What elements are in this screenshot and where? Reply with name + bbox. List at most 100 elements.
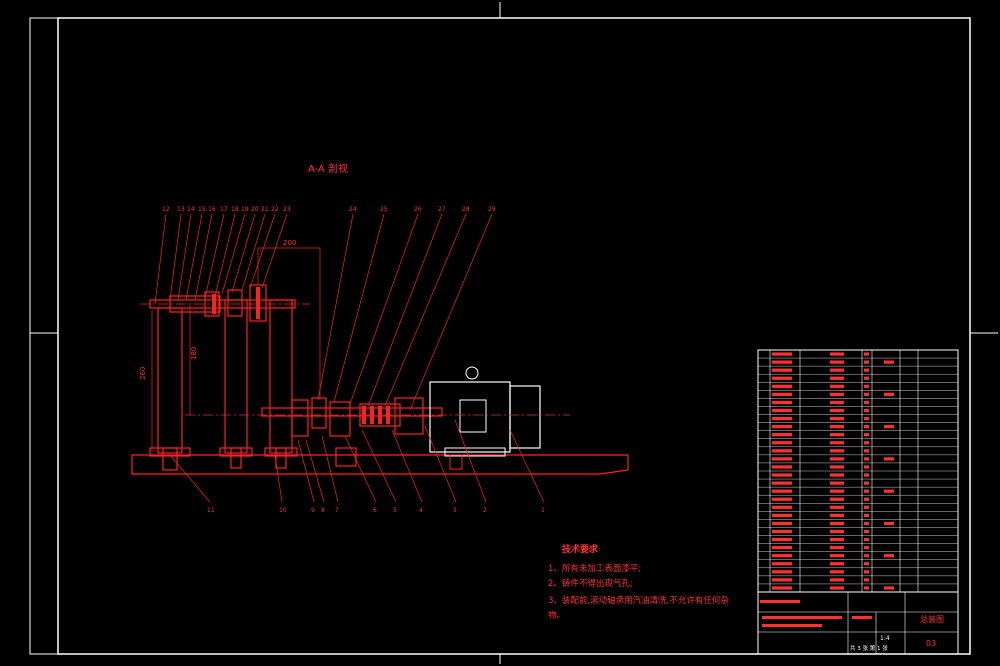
section-label: A-A 剖视 (308, 162, 348, 175)
parts-list-cell-mark (830, 441, 844, 445)
parts-list-cell-mark (864, 449, 869, 453)
support-column-middle (219, 299, 253, 469)
leader-line-top (261, 213, 288, 289)
parts-list-cell-mark (830, 368, 844, 372)
leader-line-top (241, 213, 266, 291)
leader-number-bottom: 2 (483, 507, 487, 514)
parts-list-cell-mark (884, 425, 894, 429)
parts-list-cell-mark (830, 457, 844, 461)
parts-list-cell-mark (884, 554, 894, 558)
parts-list-cell-mark (772, 578, 792, 582)
parts-list-cell-mark (772, 586, 792, 590)
leader-number-top: 23 (283, 206, 291, 213)
leader-lines-bottom (169, 419, 545, 503)
title-block-cell-mark (852, 616, 872, 619)
parts-list-cell-mark (830, 392, 844, 396)
title-block: 总装图 03 1:4 共 3 张 第 1 张 (757, 591, 959, 655)
parts-list-cell-mark (772, 489, 792, 493)
parts-list-cell-mark (830, 376, 844, 380)
tech-req-item-2: 2、铸件不得出现气孔; (548, 578, 633, 589)
leader-number-top: 18 (231, 206, 239, 213)
leader-number-top: 24 (349, 206, 357, 213)
parts-list-cell-mark (772, 433, 792, 437)
leader-line-top (221, 213, 246, 295)
tech-req-item-4: 物。 (548, 610, 565, 621)
leader-line-top (409, 213, 493, 411)
parts-list-cell-mark (884, 457, 894, 461)
parts-list-cell-mark (830, 554, 844, 558)
leader-line-top (317, 213, 354, 401)
parts-list-cell-mark (864, 529, 869, 534)
parts-list-cell-mark (830, 497, 844, 501)
parts-list-cell-mark (772, 441, 792, 445)
support-column-left (149, 307, 191, 471)
electric-motor (429, 366, 541, 470)
parts-list-cell-mark (772, 554, 792, 558)
parts-list (757, 349, 959, 593)
parts-list-cell-mark (772, 360, 792, 364)
parts-list-cell-mark (772, 376, 792, 380)
parts-list-cell-mark (830, 586, 844, 590)
parts-list-cell-mark (772, 513, 792, 517)
dimension-center-height: 180 (190, 347, 198, 360)
parts-list-cell-mark (864, 513, 869, 517)
leader-number-top: 20 (251, 206, 259, 213)
parts-list-cell-mark (864, 360, 869, 364)
parts-list-cell-mark (772, 562, 792, 566)
drawing-frame (57, 17, 971, 655)
parts-list-cell-mark (830, 578, 844, 582)
upper-shaft (149, 284, 296, 322)
parts-list-cell-mark (864, 546, 869, 550)
parts-list-cell-mark (864, 465, 869, 469)
leader-line-bottom (391, 429, 423, 503)
leader-number-top: 14 (187, 206, 195, 213)
parts-list-cell-mark (772, 546, 792, 550)
leader-line-top (185, 213, 203, 301)
parts-list-cell-mark (830, 513, 844, 517)
parts-list-cell-mark (772, 505, 792, 509)
leader-number-bottom: 8 (321, 507, 325, 514)
parts-list-cell-mark (864, 408, 869, 413)
sheet-border (29, 17, 971, 655)
tech-req-item-1: 1、所有未加工表面漆平; (548, 563, 641, 574)
parts-list-cell-mark (830, 433, 844, 437)
parts-list-cell-mark (864, 570, 869, 574)
parts-list-cell-mark (772, 384, 792, 388)
leader-line-top (367, 213, 443, 407)
parts-list-cell-mark (772, 400, 792, 405)
parts-list-cell-mark (772, 392, 792, 396)
centering-marks (30, 2, 998, 664)
parts-list-cell-mark (864, 457, 869, 461)
parts-list-cell-mark (864, 562, 869, 566)
tech-req-item-3: 3、装配前,滚动轴承用汽油清洗,不允许有任何杂 (548, 595, 729, 606)
parts-list-cell-mark (864, 352, 869, 356)
parts-list-cell-mark (830, 449, 844, 453)
parts-list-cell-mark (864, 376, 869, 380)
leader-line-top (384, 213, 467, 407)
parts-list-cell-mark (864, 505, 869, 509)
leader-line-bottom (344, 435, 377, 503)
technical-requirements: 技术要求 1、所有未加工表面漆平; 2、铸件不得出现气孔; 3、装配前,滚动轴承… (548, 543, 729, 621)
parts-list-cell-mark (830, 400, 844, 405)
parts-list-cell-mark (830, 570, 844, 574)
leader-number-bottom: 4 (419, 507, 423, 514)
parts-list-cell-mark (864, 392, 869, 396)
parts-list-cell-mark (830, 465, 844, 469)
parts-list-cell-mark (772, 497, 792, 501)
leader-line-bottom (454, 419, 487, 503)
title-block-cell-mark (762, 624, 822, 627)
leader-number-bottom: 3 (453, 507, 457, 514)
parts-list-cell-mark (864, 578, 869, 582)
support-column-right (264, 299, 298, 469)
parts-list-cell-mark (864, 521, 869, 526)
parts-list-cell-mark (864, 489, 869, 493)
leader-number-bottom: 5 (393, 507, 397, 514)
parts-list-cell-mark (830, 425, 844, 429)
parts-list-cell-mark (772, 368, 792, 372)
leader-number-top: 22 (271, 206, 279, 213)
leader-number-bottom: 7 (335, 507, 339, 514)
parts-list-cell-mark (772, 473, 792, 477)
dimension-overall-height: 260 (139, 367, 147, 380)
